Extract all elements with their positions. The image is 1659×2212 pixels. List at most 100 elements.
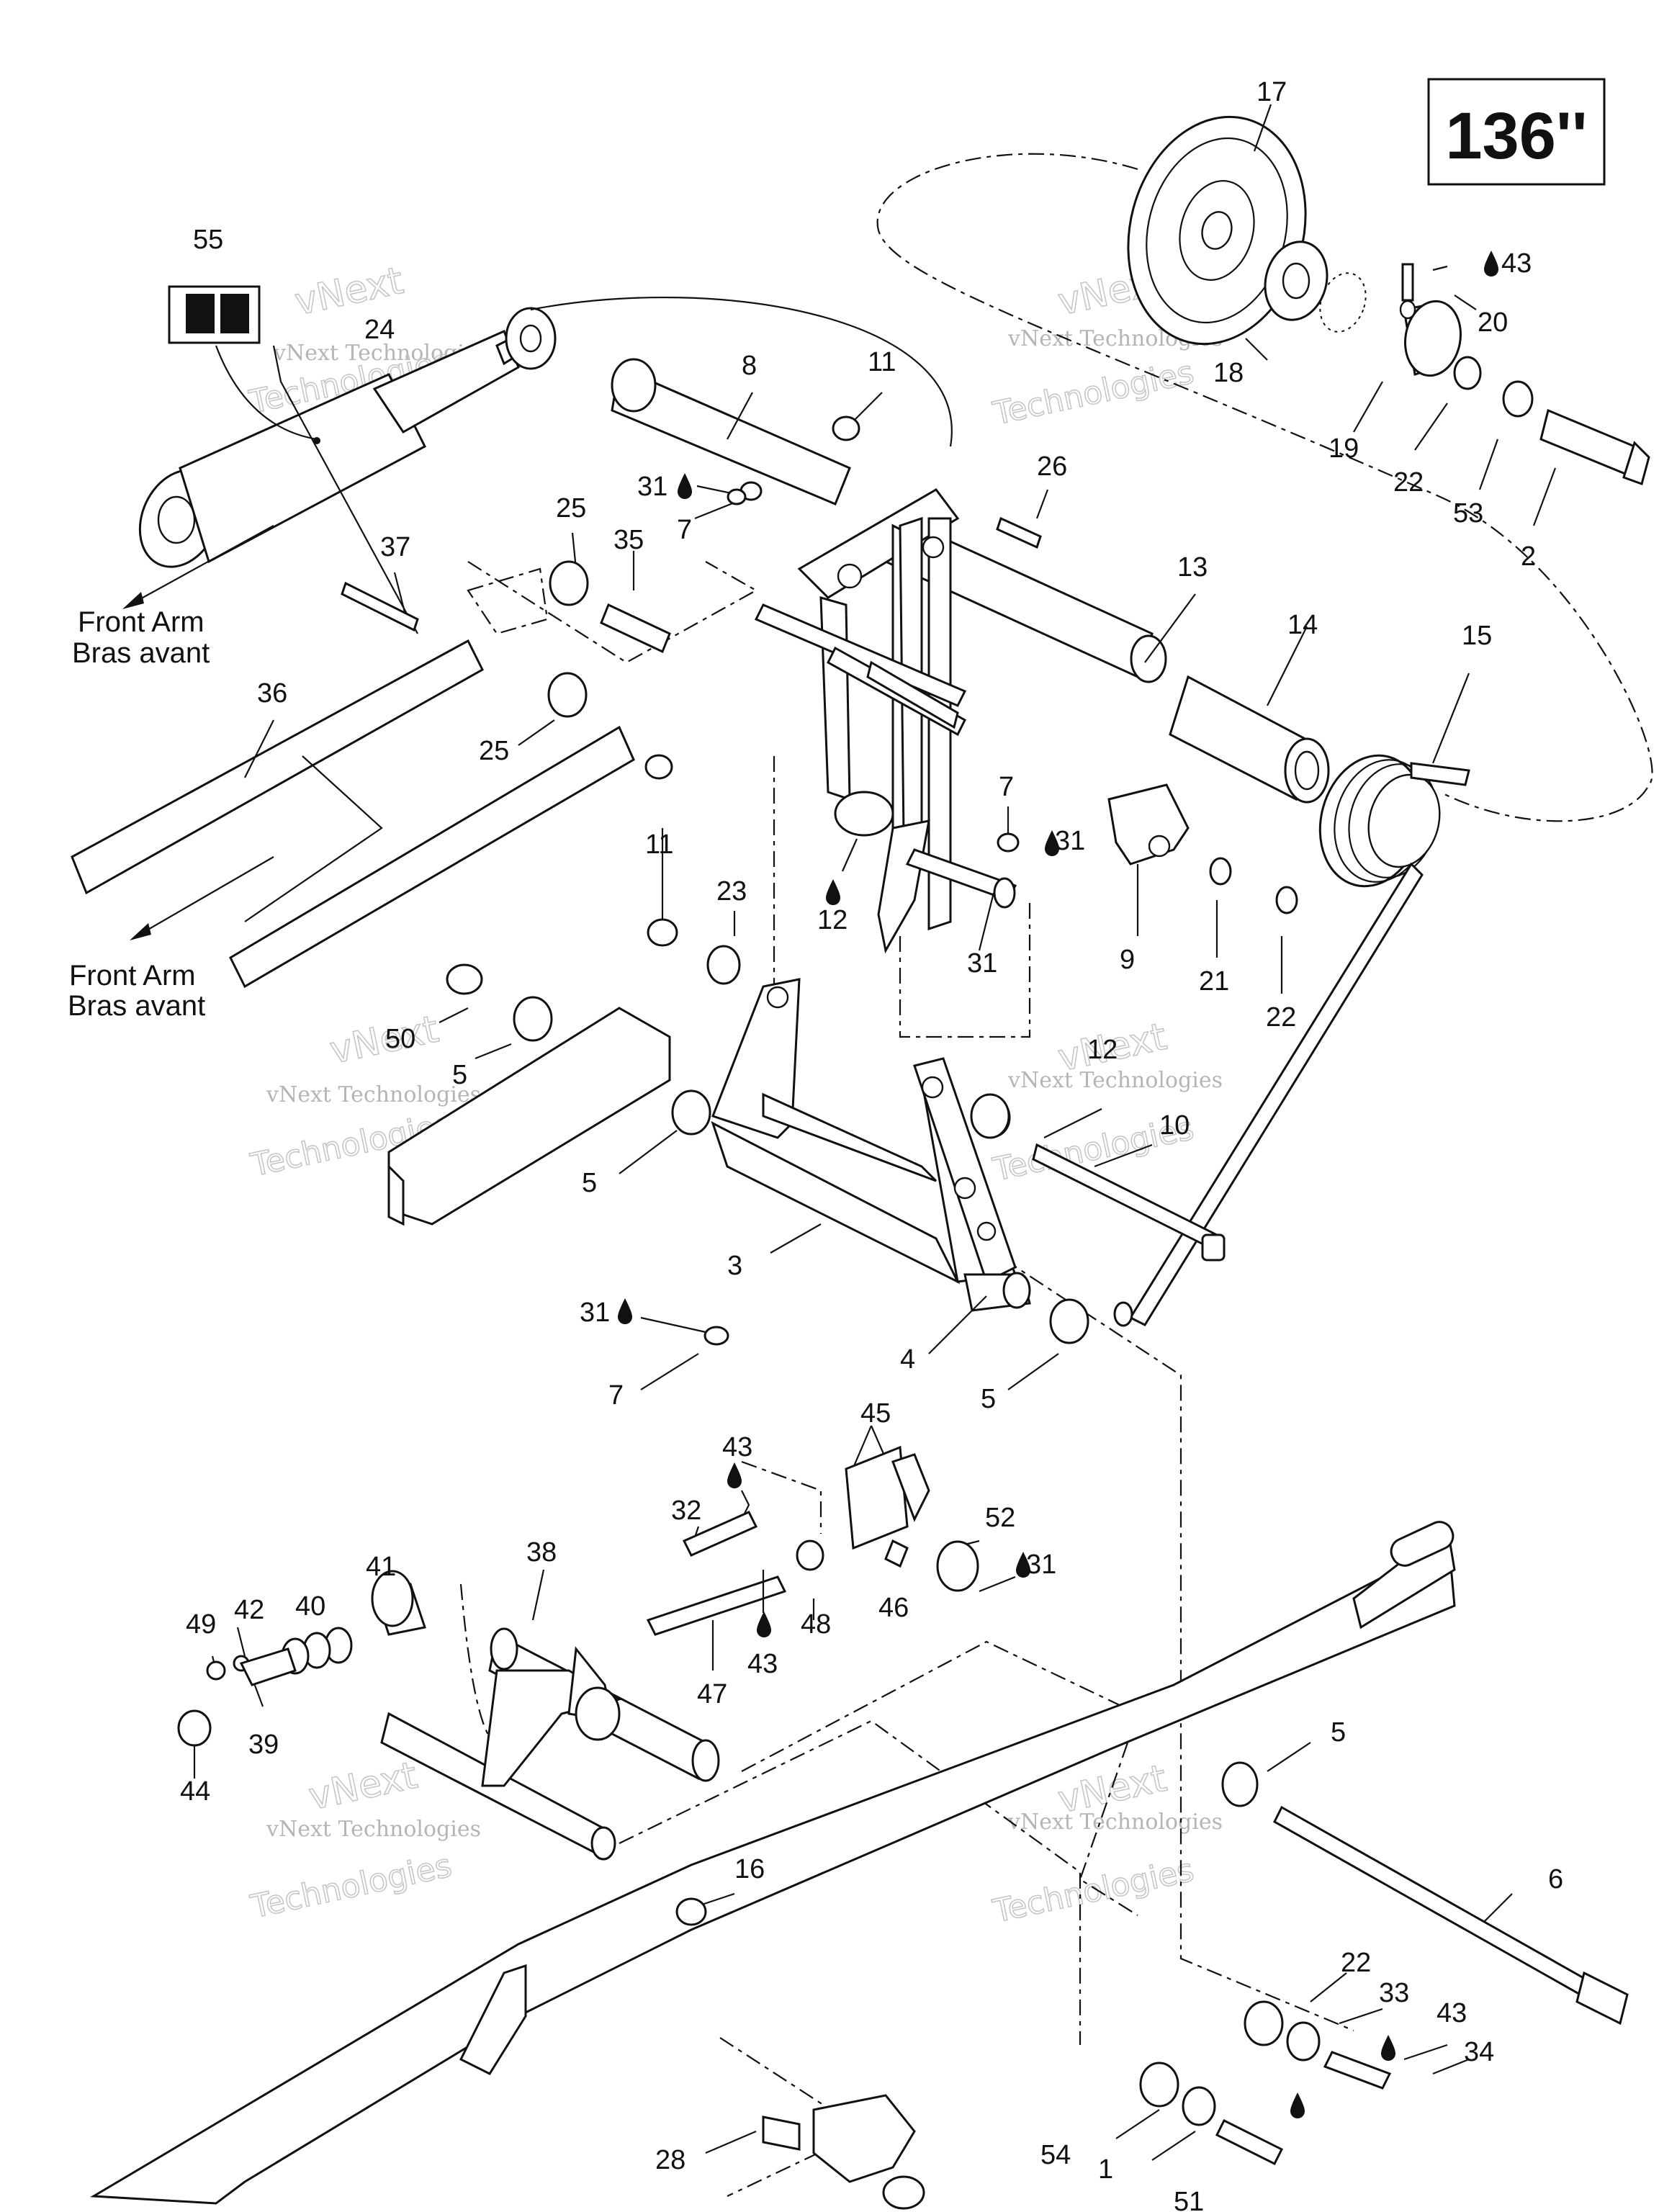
callout-label: 38 [526, 1537, 557, 1568]
callout-labels: 17 43 20 18 19 22 53 2 55 24 8 11 31 7 2… [180, 77, 1563, 2212]
torsion-spring [1113, 754, 1470, 1327]
callout-label: 10 [1159, 1110, 1190, 1141]
callout-label: 31 [637, 472, 667, 502]
callout-label: 54 [1040, 2140, 1071, 2170]
callout-label: 22 [1341, 1948, 1371, 1978]
svg-text:Technologies: Technologies [989, 354, 1197, 433]
callout-label: 4 [900, 1344, 915, 1375]
idler-wheel-assembly [1127, 115, 1650, 485]
callout-label: 8 [742, 351, 757, 381]
callout-label: 53 [1453, 498, 1483, 529]
callout-label: 7 [999, 772, 1014, 802]
callout-label: 23 [716, 876, 747, 907]
callout-label: 5 [1331, 1717, 1346, 1748]
callout-label: 12 [1087, 1035, 1118, 1065]
rear-arm-frame [754, 488, 967, 931]
lubricant-drop-icon [757, 1611, 771, 1637]
model-size-text: 136'' [1445, 99, 1587, 173]
cam-lever [834, 783, 1298, 954]
lubricant-drop-icon [1484, 251, 1498, 276]
svg-text:vNext Technologies: vNext Technologies [266, 1082, 481, 1107]
callout-label: 25 [479, 736, 509, 766]
callout-label: 39 [248, 1730, 279, 1760]
callout-label: 7 [608, 1380, 624, 1411]
callout-label: 5 [582, 1168, 597, 1198]
callout-label: 46 [878, 1593, 909, 1623]
lubricant-drop-icon [826, 879, 840, 905]
callout-label: 52 [985, 1503, 1015, 1533]
svg-text:vNext Technologies: vNext Technologies [266, 1817, 481, 1842]
callout-label: 22 [1266, 1002, 1296, 1033]
callout-label: 20 [1478, 307, 1508, 338]
callout-label: 12 [817, 905, 848, 935]
callout-label: 21 [1199, 966, 1229, 997]
callout-label: 37 [380, 532, 410, 562]
callout-label: 25 [556, 493, 586, 523]
callout-label: 5 [452, 1060, 467, 1090]
callout-label: 26 [1037, 451, 1067, 482]
callout-label: 9 [1120, 945, 1135, 975]
callout-label: 43 [722, 1432, 752, 1462]
callout-label: 16 [734, 1854, 765, 1884]
lubricant-drop-icon [1045, 830, 1059, 856]
callout-label: 17 [1256, 77, 1287, 107]
callout-label: 33 [1379, 1978, 1409, 2008]
front-arm-note-1: Front Arm Bras avant [72, 606, 210, 669]
upper-pivot-shaft [611, 358, 1330, 804]
svg-text:vNext Technologies: vNext Technologies [1007, 1809, 1223, 1835]
callout-label: 15 [1462, 621, 1492, 651]
svg-text:vNext Technologies: vNext Technologies [1007, 1068, 1223, 1093]
callout-label: 40 [295, 1591, 325, 1622]
callout-label: 28 [655, 2145, 685, 2175]
shock-absorber [138, 307, 557, 568]
callout-label: 1 [1098, 2154, 1113, 2185]
callout-label: 49 [186, 1609, 216, 1640]
lubricant-drop-icon [727, 1462, 742, 1488]
callout-label: 5 [981, 1384, 996, 1414]
callout-label: 24 [364, 315, 395, 345]
callout-label: 14 [1287, 610, 1318, 640]
callout-label: 55 [193, 225, 223, 255]
lubricant-drop-icon [1016, 1552, 1030, 1578]
callout-label: 45 [860, 1398, 891, 1429]
front-arm-arrows [122, 525, 274, 940]
svg-text:Bras avant: Bras avant [68, 990, 205, 1022]
callout-lines [193, 104, 1557, 2161]
callout-label: 47 [697, 1679, 727, 1709]
callout-label: 18 [1213, 358, 1244, 388]
callout-label: 43 [747, 1649, 778, 1679]
callout-label: 50 [385, 1024, 415, 1054]
callout-label: 13 [1177, 552, 1208, 583]
callout-label: 51 [1174, 2187, 1204, 2212]
small-hardware [177, 415, 1629, 2210]
callout-label: 48 [801, 1609, 831, 1640]
svg-text:Technologies: Technologies [989, 1852, 1197, 1930]
callout-label: 7 [677, 515, 692, 545]
callout-label: 3 [727, 1251, 742, 1281]
callout-label: 35 [613, 525, 644, 555]
callout-label: 36 [257, 678, 287, 709]
callout-label: 22 [1393, 467, 1424, 498]
callout-label: 31 [967, 948, 997, 979]
front-arms [71, 639, 635, 989]
lubricant-drop-icon [1290, 2092, 1305, 2118]
svg-text:Front Arm: Front Arm [69, 960, 196, 992]
callout-label: 31 [580, 1298, 610, 1328]
front-arm-note-2: Front Arm Bras avant [68, 960, 205, 1022]
callout-label: 32 [671, 1496, 701, 1526]
callout-label: 6 [1548, 1864, 1563, 1894]
svg-text:Front Arm: Front Arm [78, 606, 204, 638]
watermark-5: vNext vNext Technologies Technologies [247, 1753, 481, 1926]
main-slide-rail [90, 1521, 1456, 2205]
decal-label [168, 285, 261, 344]
callout-label: 44 [180, 1776, 210, 1807]
upper-slide-rail [387, 1007, 671, 1226]
callout-label: 43 [1437, 1998, 1467, 2028]
lubricant-icons [618, 251, 1498, 2118]
svg-text:vNext: vNext [305, 1754, 421, 1819]
lubricant-drop-icon [678, 473, 692, 499]
callout-label: 11 [645, 830, 673, 860]
callout-label: 31 [1055, 826, 1085, 856]
lubricant-drop-icon [1381, 2035, 1395, 2061]
